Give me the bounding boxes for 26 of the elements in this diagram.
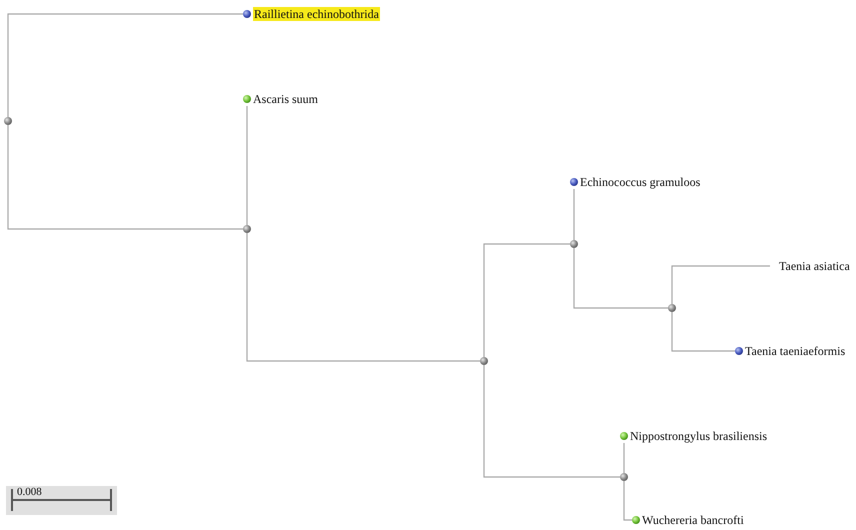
branch-node-icon [480,357,488,365]
branch-line [246,106,248,225]
taxon-label: Echinococcus gramuloos [580,175,700,189]
branch-line [623,481,632,521]
taxon-label: Wuchereria bancrofti [642,513,744,527]
branch-line [483,243,570,357]
taxon-label: Ascaris suum [253,92,318,106]
branch-line [7,125,243,230]
branch-node-icon [570,240,578,248]
branch-line [623,443,625,473]
taxon-label: Taenia taeniaeformis [745,344,846,358]
taxon-label: Taenia asiatica [779,259,850,273]
branch-node-icon [620,473,628,481]
branch-line [573,189,575,240]
branch-line [671,265,770,304]
taxon-label: Nippostrongylus brasiliensis [630,429,767,443]
branch-line [483,365,620,478]
taxon-label: Raillietina echinobothrida [253,7,380,21]
scale-label: 0.008 [17,486,42,499]
branch-line [573,248,668,309]
branch-node-icon [243,225,251,233]
branch-node-icon [4,117,12,125]
branch-line [671,312,735,352]
branch-node-icon [668,304,676,312]
branch-line [246,233,480,362]
branch-line [7,13,243,117]
